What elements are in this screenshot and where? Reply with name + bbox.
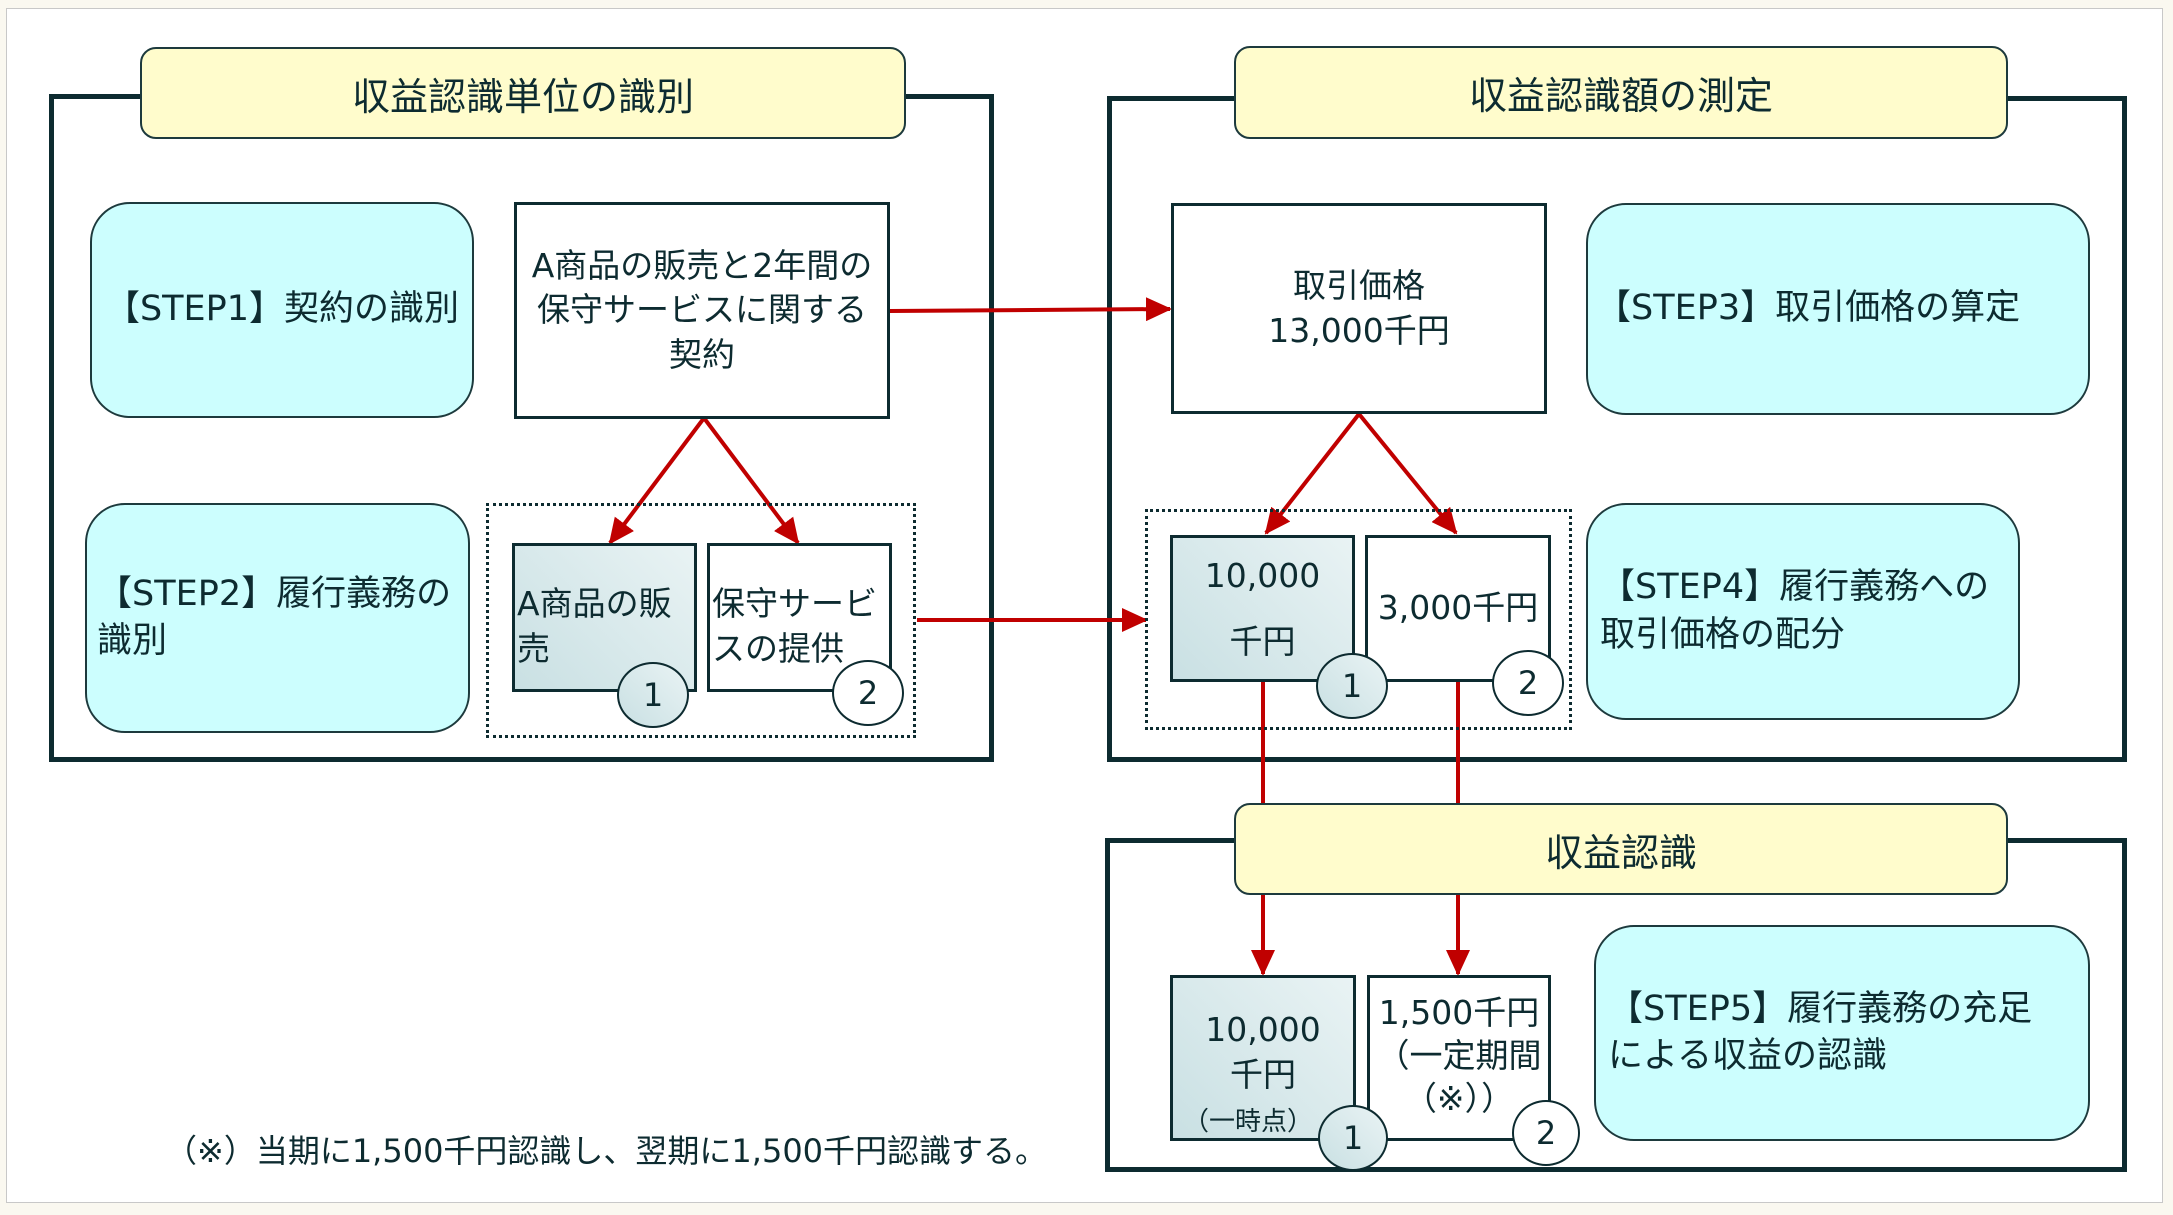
allocation-2-number: 2: [1517, 664, 1539, 702]
step5-label: 【STEP5】履行義務の充足による収益の認識: [1608, 988, 2033, 1076]
contract-box: A商品の販売と2年間の 保守サービスに関する 契約: [514, 202, 890, 419]
step2-box: 【STEP2】履行義務の識別: [85, 503, 470, 733]
contract-line: 保守サービスに関する: [537, 290, 867, 330]
arrow-price-to-allocation-2: [1357, 412, 1458, 535]
obligation-1-number-badge: 1: [617, 662, 689, 728]
recognized-1-line: 10,000: [1205, 1010, 1321, 1049]
header-recognition: 収益認識: [1234, 803, 2008, 895]
allocation-2-line: 3,000千円: [1377, 588, 1539, 628]
recognized-2-number-badge: 2: [1512, 1100, 1580, 1166]
allocation-group: [1145, 509, 1572, 730]
contract-line: 契約: [669, 334, 735, 374]
obligation-1-number: 1: [642, 676, 664, 714]
step3-label: 【STEP3】取引価格の算定: [1596, 288, 2021, 329]
recognized-1-number-badge: 1: [1318, 1105, 1388, 1171]
recognized-1-number: 1: [1342, 1119, 1364, 1157]
obligations-group: [486, 503, 916, 738]
header-recognition-label: 収益認識: [1544, 830, 1697, 875]
transaction-price-label: 取引価格: [1293, 265, 1425, 305]
obligation-2-number-badge: 2: [832, 660, 904, 726]
step1-label: 【STEP1】契約の識別: [104, 289, 460, 330]
arrow-contract-to-obligation-1: [608, 416, 706, 545]
step4-box: 【STEP4】履行義務への取引価格の配分: [1586, 503, 2020, 720]
contract-line: A商品の販売と2年間の: [531, 245, 873, 285]
recognized-2-line: 1,500千円: [1378, 993, 1540, 1032]
arrow-contract-to-price: [889, 297, 1172, 322]
allocation-1-number-badge: 1: [1316, 653, 1388, 719]
arrow-contract-to-obligation-2: [702, 416, 800, 545]
obligation-2-line: スの提供: [712, 628, 844, 668]
obligation-2-line: 保守サービ: [712, 584, 877, 623]
obligation-1-box: A商品の販 売: [512, 543, 697, 692]
header-identification: 収益認識単位の識別: [140, 47, 906, 139]
recognized-2-box: 1,500千円 （一定期間 （※））: [1367, 975, 1551, 1141]
recognized-2-number: 2: [1535, 1114, 1557, 1152]
allocation-1-line: 10,000: [1204, 555, 1321, 595]
allocation-1-number: 1: [1341, 667, 1363, 705]
recognized-1-box: 10,000 千円 （一時点）: [1170, 975, 1356, 1141]
header-measurement: 収益認識額の測定: [1234, 46, 2008, 139]
recognized-1-sub: （一時点）: [1182, 1107, 1313, 1138]
step2-label: 【STEP2】履行義務の識別: [97, 573, 452, 661]
arrow-price-to-allocation-1: [1264, 412, 1361, 535]
step1-box: 【STEP1】契約の識別: [90, 202, 474, 418]
step5-box: 【STEP5】履行義務の充足による収益の認識: [1594, 925, 2090, 1141]
obligation-1-line: 売: [517, 628, 550, 668]
allocation-2-number-badge: 2: [1492, 650, 1564, 716]
recognized-1-line: 千円: [1230, 1054, 1296, 1094]
obligation-2-number: 2: [857, 674, 879, 712]
step3-box: 【STEP3】取引価格の算定: [1586, 203, 2090, 415]
allocation-1-line: 千円: [1229, 621, 1296, 661]
recognized-2-line: （※））: [1403, 1078, 1515, 1118]
recognized-2-line: （一定期間: [1376, 1035, 1542, 1075]
header-identification-label: 収益認識単位の識別: [351, 74, 694, 119]
obligation-1-line: A商品の販: [517, 584, 672, 623]
transaction-price-box: 取引価格 13,000千円: [1171, 203, 1547, 414]
transaction-price-amount: 13,000千円: [1268, 310, 1450, 350]
footnote: （※）当期に1,500千円認識し、翌期に1,500千円認識する。: [165, 1132, 1048, 1170]
allocation-1-box: 10,000 千円: [1170, 535, 1355, 682]
header-measurement-label: 収益認識額の測定: [1468, 74, 1773, 118]
step4-label: 【STEP4】履行義務への取引価格の配分: [1600, 567, 1990, 655]
